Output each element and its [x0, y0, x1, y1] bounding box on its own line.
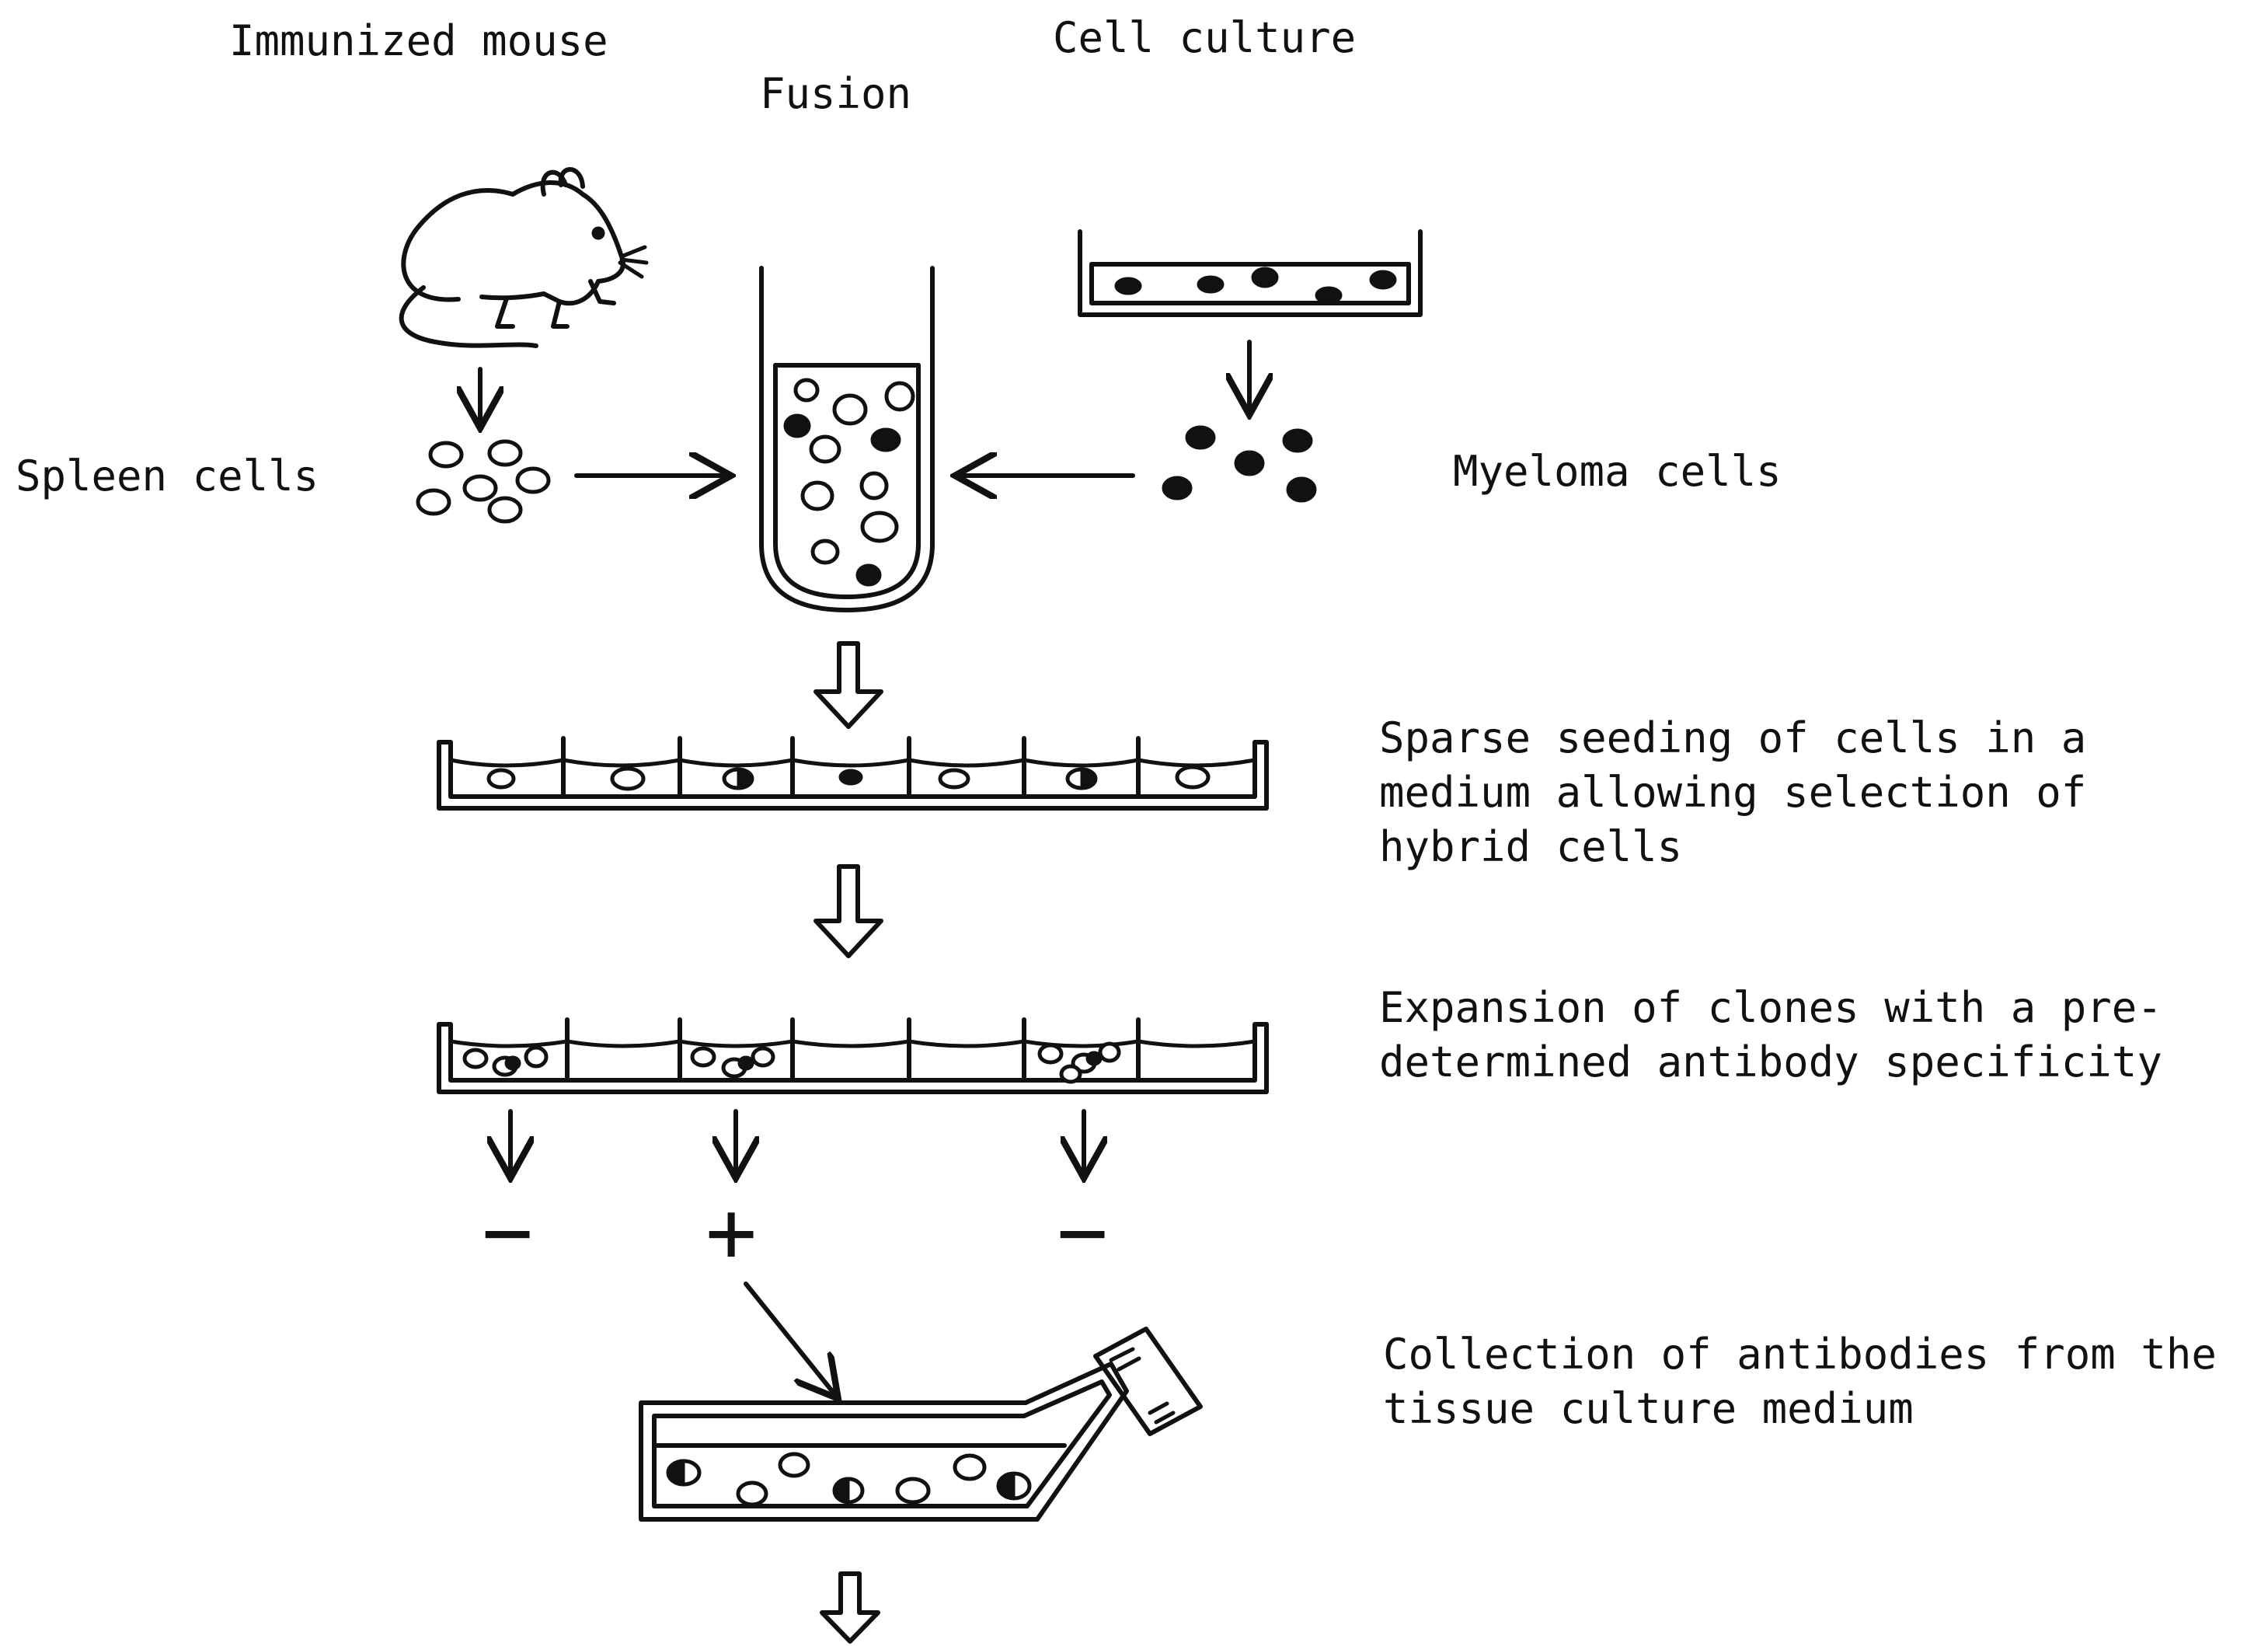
arrow-diagonal	[746, 1284, 835, 1395]
culture-flask	[641, 1329, 1200, 1519]
seeding-plate	[439, 738, 1266, 808]
hollow-arrow-down	[822, 1574, 878, 1641]
myeloma-cells	[1163, 427, 1315, 501]
hollow-arrow-down	[816, 643, 881, 727]
expansion-plate	[439, 1020, 1266, 1092]
culture-dish	[1080, 232, 1420, 315]
mouse-illustration	[402, 169, 646, 346]
fusion-tube	[761, 268, 932, 610]
spleen-cells	[418, 441, 549, 521]
hollow-arrow-down	[816, 867, 881, 956]
